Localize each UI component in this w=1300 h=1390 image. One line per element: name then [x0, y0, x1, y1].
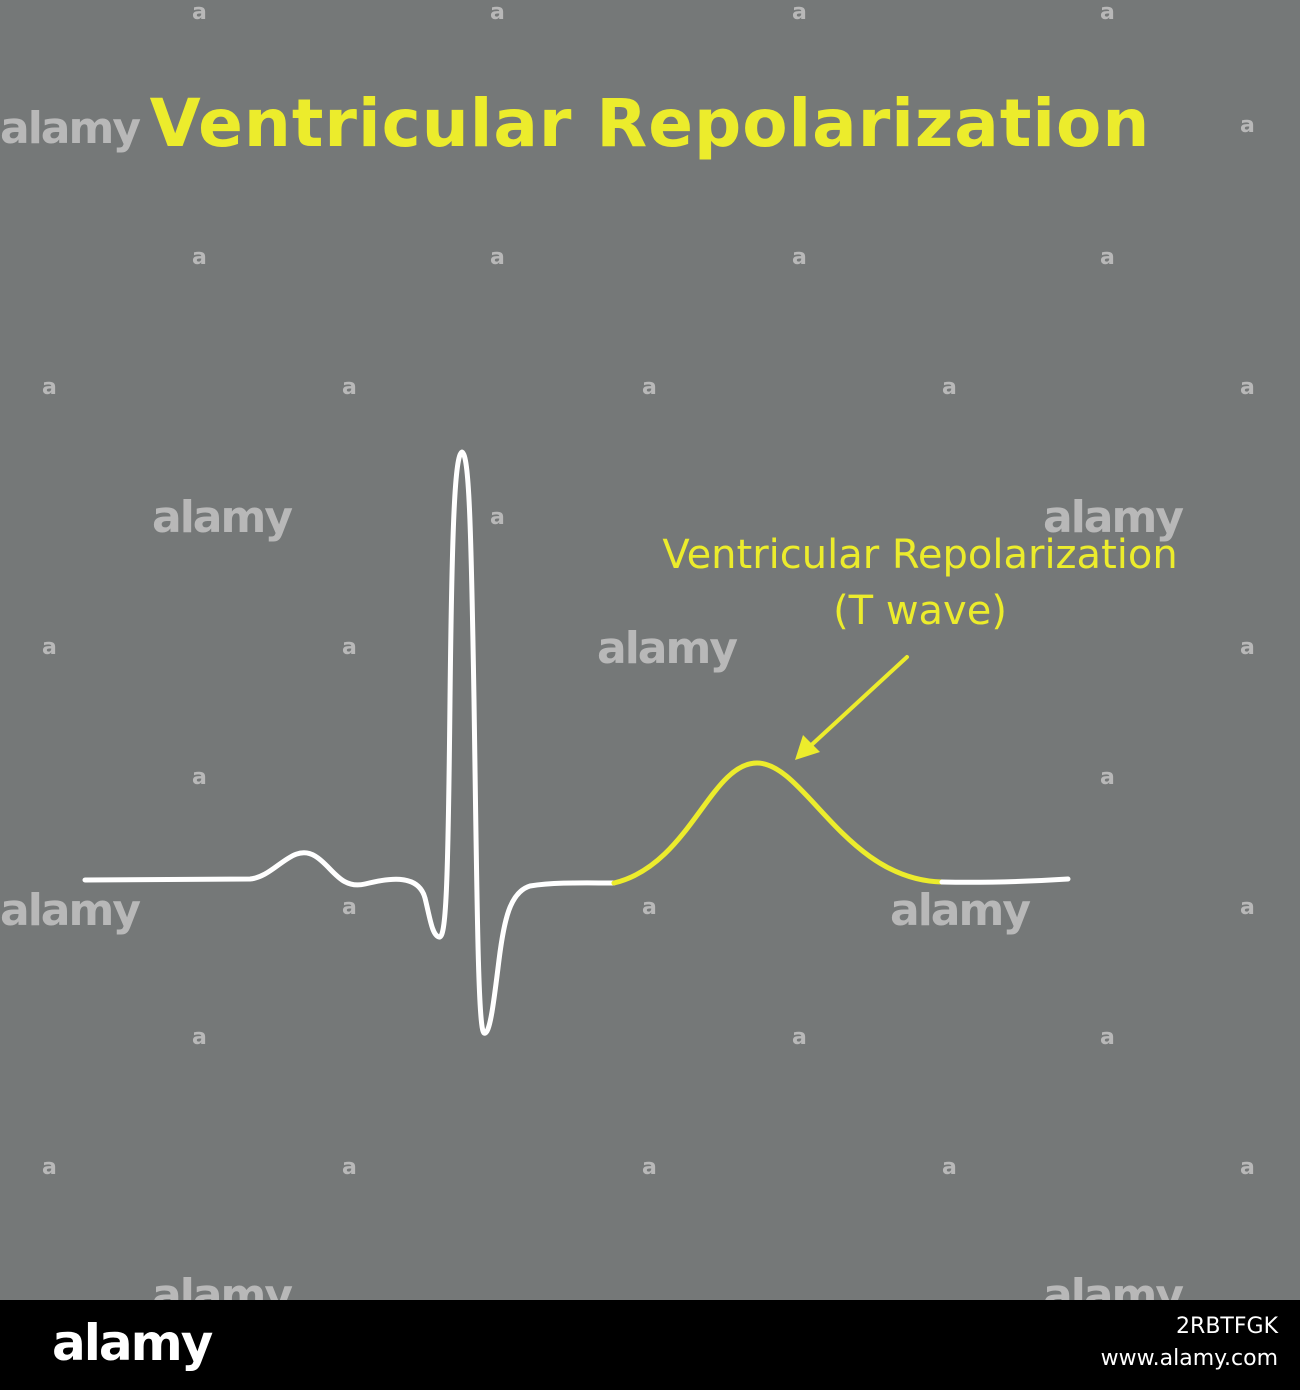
ecg-trace-t-wave [611, 760, 945, 886]
page-title: Ventricular Repolarization [149, 85, 1151, 162]
annotation-label-line2: (T wave) [833, 588, 1007, 634]
t-wave-annotation: Ventricular Repolarization (T wave) [560, 527, 1280, 639]
annotation-label-line1: Ventricular Repolarization [662, 532, 1178, 578]
diagram-canvas: Ventricular Repolarization Ventricular R… [0, 0, 1280, 1300]
ecg-trace-baseline [82, 449, 617, 1036]
ecg-trace-end [939, 876, 1071, 885]
footer-url: www.alamy.com [1100, 1346, 1278, 1371]
footer-logo: alamy [52, 1314, 213, 1372]
ecg-diagram [82, 449, 1071, 1036]
annotation-arrow-head [795, 735, 820, 760]
footer-bar: alamy 2RBTFGK www.alamy.com [0, 1300, 1300, 1390]
annotation-arrow-line [804, 655, 909, 752]
footer-image-id: 2RBTFGK [1176, 1314, 1278, 1339]
